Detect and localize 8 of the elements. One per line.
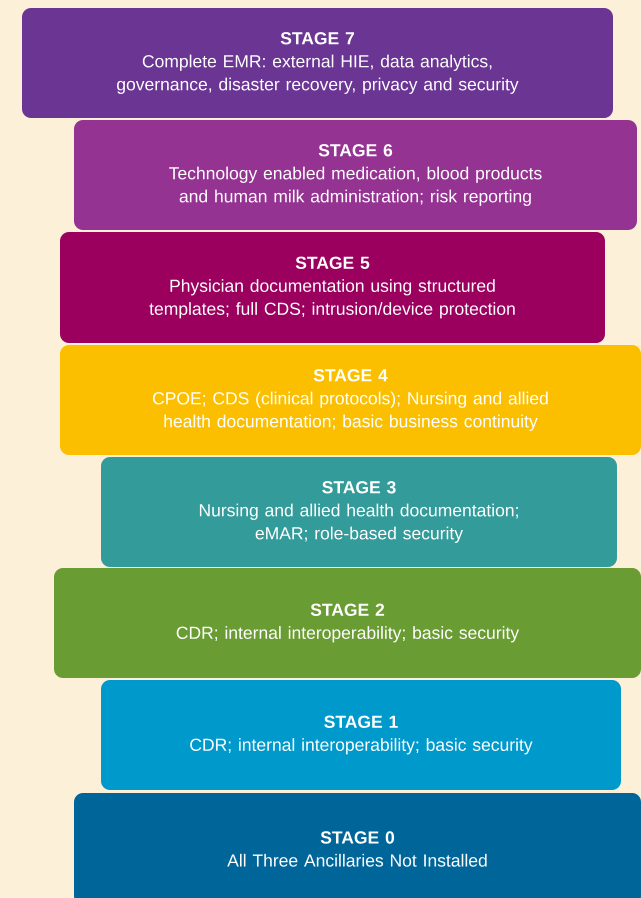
stage-box: STAGE 3 Nursing and allied health documentation; eMAR; role-based security (101, 457, 617, 567)
stage-box: STAGE 5 Physician documentation using structured templates; full CDS; intrusion/device protection (60, 232, 605, 343)
stage-box: STAGE 7 Complete EMR: external HIE, data analytics, governance, disaster recovery, privacy and security (22, 8, 613, 118)
stage-box: STAGE 0 All Three Ancillaries Not Installed (74, 793, 641, 898)
stage-box: STAGE 1 CDR; internal interoperability; basic security (101, 680, 621, 790)
stage-box: STAGE 6 Technology enabled medication, blood products and human milk administration; risk reporting (74, 120, 637, 230)
stage-box: STAGE 2 CDR; internal interoperability; basic security (54, 568, 641, 678)
stage-box: STAGE 4 CPOE; CDS (clinical protocols); Nursing and allied health documentation; basic business continuity (60, 345, 641, 455)
